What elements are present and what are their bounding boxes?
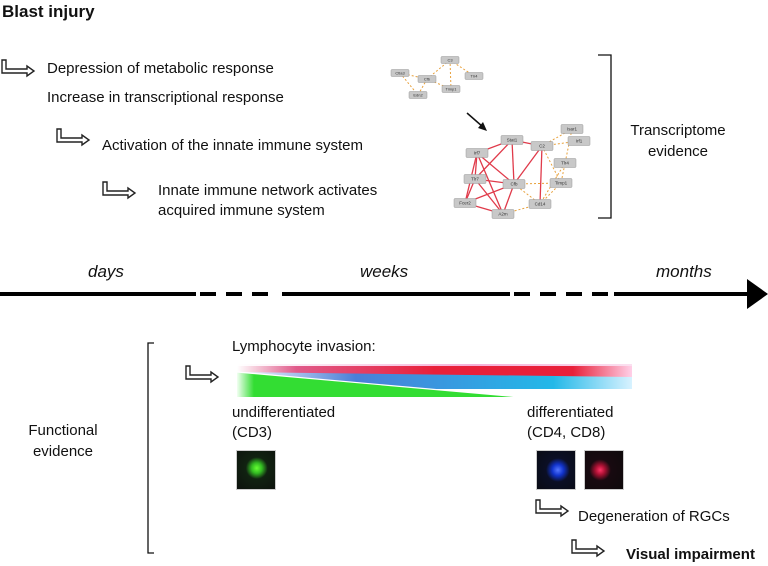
network-node-label: Irf1: [576, 139, 583, 144]
page-title: Blast injury: [2, 2, 95, 21]
step-network-line1: Innate immune network activates: [158, 182, 378, 199]
cd4-microscopy-image: [536, 450, 576, 490]
network-node-label: Stat1: [507, 138, 518, 143]
network-node: [463, 174, 487, 184]
network-node-label: Cd14: [535, 202, 546, 207]
network-edge: [539, 145, 543, 205]
network-node-label: Isar1: [567, 127, 578, 132]
network-node-label: Irf7: [474, 151, 481, 156]
network-node-label: C3: [447, 57, 453, 62]
undifferentiated-line2: (CD3): [232, 424, 272, 441]
network-node-label: Timp1: [446, 86, 458, 91]
network-edge: [502, 183, 515, 215]
network-node: [441, 85, 461, 93]
undifferentiated-line1: undifferentiated: [232, 404, 336, 421]
transcriptome-evidence-label: Transcriptome evidence: [618, 120, 738, 162]
cd3-microscopy-image: [236, 450, 276, 490]
network-node: [453, 198, 477, 208]
network-node: [502, 179, 526, 189]
undifferentiated-label: undifferentiated (CD3): [232, 403, 335, 443]
network-node-label: C2: [539, 144, 545, 149]
visual-arrow-icon: [571, 539, 606, 558]
lymphocyte-gradient-band: [236, 364, 632, 398]
transcriptome-label-line2: evidence: [647, 143, 709, 160]
network-edge: [474, 139, 513, 180]
lymphocyte-arrow-icon: [185, 365, 220, 384]
network-node-label: Cfb: [510, 182, 518, 187]
network-transition-arrow-icon: [466, 112, 487, 131]
step-transcriptional: Increase in transcriptional response: [47, 89, 284, 106]
network-node: [417, 75, 437, 83]
network-node: [390, 69, 410, 77]
network-node: [491, 209, 515, 219]
transcriptome-bracket: [598, 54, 612, 219]
network-node: [440, 56, 460, 64]
network-node: [560, 124, 584, 134]
functional-evidence-label: Functional evidence: [18, 420, 108, 462]
network-node: [553, 158, 577, 168]
network-node: [530, 141, 554, 151]
functional-bracket: [147, 342, 154, 554]
network-edge: [449, 59, 452, 90]
step-network-line2: acquired immune system: [158, 202, 325, 219]
timeline-axis: [0, 279, 768, 309]
degeneration-rgcs-label: Degeneration of RGCs: [578, 508, 730, 525]
network-node: [549, 178, 573, 188]
network-node-label: Edn2: [413, 92, 423, 97]
network-node-label: Fcer2: [459, 201, 471, 206]
network-node-label: A2m: [498, 212, 508, 217]
network-node: [465, 148, 489, 158]
differentiated-line2: (CD4, CD8): [527, 424, 606, 441]
network-node-label: Tlr4: [561, 161, 569, 166]
step-arrow-3-icon: [102, 181, 137, 200]
lymphocyte-invasion-label: Lymphocyte invasion:: [232, 338, 376, 355]
degeneration-arrow-icon: [535, 499, 570, 518]
timeline-arrowhead-icon: [747, 279, 768, 309]
network-node: [464, 72, 484, 80]
network-edge: [476, 152, 504, 215]
timeline-months: months: [656, 262, 712, 281]
visual-impairment-label: Visual impairment: [626, 546, 755, 563]
differentiated-label: differentiated (CD4, CD8): [527, 403, 613, 443]
step-arrow-1-icon: [1, 59, 36, 78]
network-edge: [513, 145, 543, 185]
network-node-label: Ctla3: [395, 70, 405, 75]
differentiated-line1: differentiated: [527, 404, 614, 421]
network-node: [567, 136, 591, 146]
functional-label-line1: Functional: [28, 422, 98, 439]
network-edge: [474, 178, 504, 215]
network-edge: [476, 152, 515, 185]
cd8-microscopy-image: [584, 450, 624, 490]
network-node-label: Tlr7: [471, 177, 479, 182]
network-node: [408, 91, 428, 99]
transcriptome-label-line1: Transcriptome: [630, 122, 726, 139]
network-edge: [541, 145, 562, 184]
functional-label-line2: evidence: [32, 443, 94, 460]
step-metabolic: Depression of metabolic response: [47, 60, 274, 77]
timeline-days: days: [88, 262, 124, 281]
network-node: [500, 135, 524, 145]
timeline-weeks: weeks: [360, 262, 409, 281]
step-innate-immune: Activation of the innate immune system: [102, 137, 363, 154]
network-node-label: Timp1: [555, 181, 568, 186]
network-edge: [511, 139, 515, 185]
step-arrow-2-icon: [56, 128, 91, 147]
network-node-label: Cfb: [424, 76, 431, 81]
network-node: [528, 199, 552, 209]
network-node-label: Tlr4: [471, 73, 479, 78]
network-edge: [417, 78, 428, 96]
